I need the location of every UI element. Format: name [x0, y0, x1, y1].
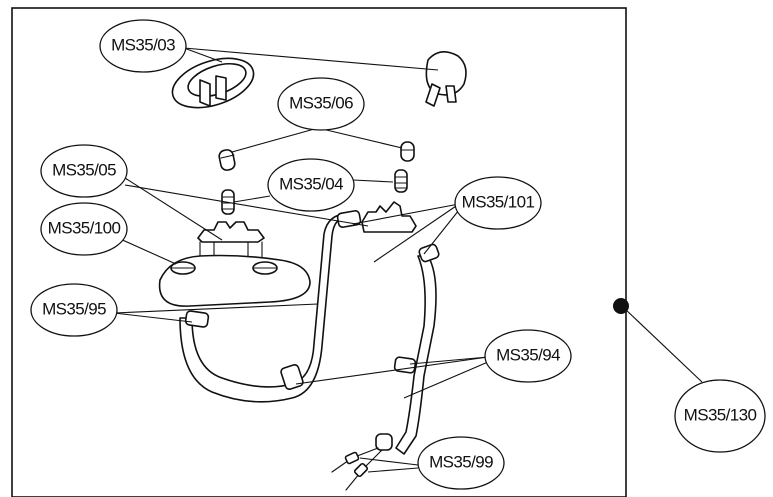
callout-label: MS35/94	[496, 345, 560, 364]
clip-left	[197, 221, 265, 259]
callout-label: MS35/06	[289, 93, 353, 112]
callout-ms35-95: MS35/95	[30, 283, 118, 337]
connector-plug-right	[425, 51, 467, 107]
callout-ms35-100: MS35/100	[40, 202, 128, 256]
callout-label: MS35/130	[684, 405, 757, 424]
frame-attachment-dot	[613, 298, 629, 314]
callout-ms35-101: MS35/101	[454, 176, 542, 230]
callout-ms35-94: MS35/94	[484, 329, 572, 383]
cannula-body	[158, 254, 311, 307]
diagram-frame	[11, 7, 627, 497]
connector-tips	[331, 447, 383, 491]
callout-ms35-05: MS35/05	[40, 144, 128, 198]
callout-ms35-04: MS35/04	[267, 158, 355, 212]
leader-lines	[113, 47, 703, 473]
connector-plug-left	[171, 57, 255, 109]
spring-right	[394, 169, 408, 193]
pin-right	[400, 141, 415, 162]
callout-label: MS35/101	[462, 192, 535, 211]
tubing-left-loop	[179, 210, 362, 403]
pin-left	[218, 149, 236, 171]
callout-ms35-130: MS35/130	[674, 379, 766, 453]
callout-label: MS35/03	[111, 35, 175, 54]
callout-label: MS35/04	[279, 174, 343, 193]
callout-label: MS35/95	[42, 299, 106, 318]
callout-ms35-06: MS35/06	[277, 77, 365, 131]
tubing-right-limb	[375, 243, 440, 455]
callout-label: MS35/100	[48, 218, 121, 237]
callout-ms35-03: MS35/03	[99, 19, 187, 73]
callout-label: MS35/99	[429, 452, 493, 471]
callout-label: MS35/05	[52, 160, 116, 179]
callout-ms35-99: MS35/99	[417, 436, 505, 490]
